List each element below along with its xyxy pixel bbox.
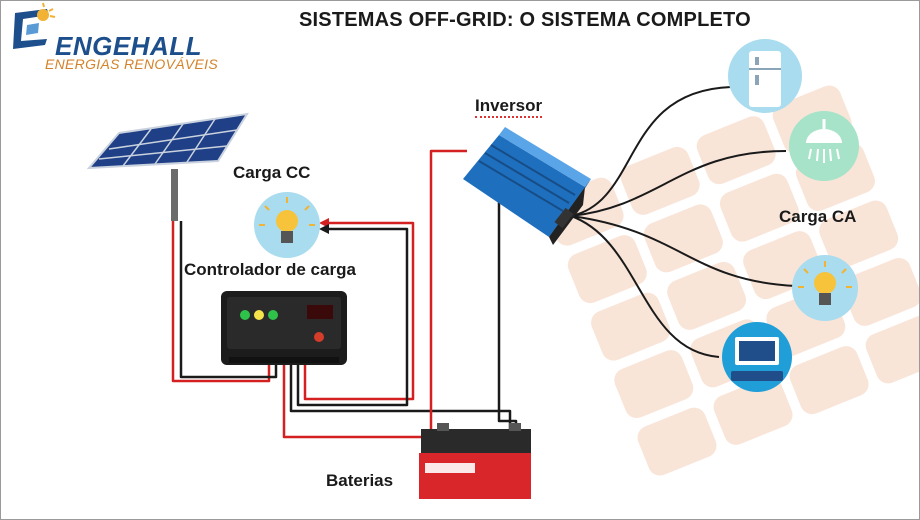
batteries-label: Baterias (326, 471, 394, 490)
dc-load-label: Carga CC (233, 163, 311, 182)
battery-icon (419, 423, 531, 499)
controller-label: Controlador de carga (184, 260, 356, 279)
page-title: SISTEMAS OFF-GRID: O SISTEMA COMPLETO (299, 9, 751, 31)
ac-lightbulb-icon (792, 255, 858, 321)
computer-icon (722, 322, 792, 392)
logo-name: ENGEHALL (55, 31, 202, 61)
inverter-label: Inversor (475, 96, 543, 118)
logo-mark-icon (13, 2, 56, 49)
logo-tagline: ENERGIAS RENOVÁVEIS (45, 56, 218, 72)
shower-icon (789, 111, 859, 181)
charge-controller-icon (221, 291, 347, 365)
wiring (171, 86, 797, 439)
inverter-icon (463, 127, 591, 245)
dc-load-arrowheads (319, 218, 329, 234)
dc-lightbulb-icon (254, 192, 320, 258)
solar-panel-icon (86, 112, 249, 221)
refrigerator-icon (728, 39, 802, 113)
ac-load-label: Carga CA (779, 207, 857, 226)
background-tiles (544, 85, 919, 476)
